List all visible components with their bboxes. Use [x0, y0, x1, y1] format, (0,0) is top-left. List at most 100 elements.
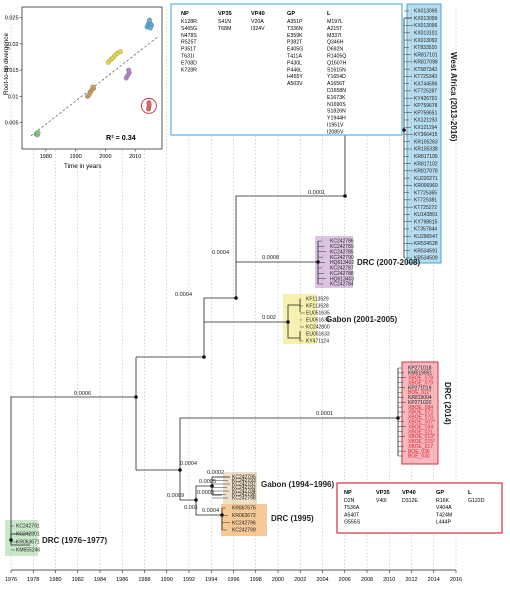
tip-label: KR534591	[414, 248, 438, 254]
tree-node	[343, 194, 347, 198]
tree-node	[178, 468, 182, 472]
mutation-entry: R16K	[436, 498, 450, 504]
tip-label: HQ613402	[330, 260, 354, 266]
tip-label: KC242801	[16, 532, 40, 538]
tip-label: XBOE_013*	[408, 434, 435, 440]
tip-label: XBOE_079	[408, 380, 433, 386]
branch-label: 0.0009	[167, 493, 184, 499]
branch-upper	[136, 297, 288, 358]
tip-label: BOE_030	[408, 454, 430, 460]
tip-label: KU143801	[414, 212, 438, 218]
tip-label: KX121194	[414, 125, 437, 131]
west-africa-outline	[406, 3, 442, 264]
tip-label: KC242790	[330, 255, 354, 261]
tree-nodes	[9, 128, 406, 542]
mutation-entry: E405G	[287, 47, 303, 53]
tip-label: KX013092	[414, 38, 438, 44]
mutation-entry: Q1607H	[327, 60, 347, 66]
tip-label: KR105263	[414, 139, 438, 145]
inset-point	[126, 67, 132, 73]
tip-label: KR063672	[232, 513, 256, 519]
mutation-entry: P382T	[287, 40, 303, 46]
time-tick-label: 1992	[183, 577, 195, 583]
mutation-entry: V404A	[436, 505, 452, 511]
branch-west-stem	[344, 129, 404, 196]
mutation-entry: T424M	[436, 512, 452, 518]
mutation-entry: T631I	[181, 54, 194, 60]
inset-xtick-label: 1990	[69, 154, 81, 160]
mutation-entry: H455Y	[287, 74, 303, 80]
group-label-drc2014: DRC (2014)	[443, 382, 452, 425]
tip-label: KX013099	[414, 16, 438, 22]
mutation-table-header: VP40	[251, 11, 265, 17]
tip-label: XBOE_073	[408, 410, 433, 416]
tip-label: KP271019	[408, 385, 432, 391]
inset-xtick-label: 2000	[99, 154, 111, 160]
tip-label: KP759651	[414, 110, 438, 116]
tip-label: KC242800	[306, 325, 330, 331]
time-tick-label: 1982	[72, 577, 84, 583]
branch-gabon01	[287, 299, 301, 341]
time-tick-label: 1984	[94, 577, 106, 583]
tip-label: KC242787	[330, 266, 354, 272]
group-label-gabon2001: Gabon (2001-2005)	[326, 315, 397, 324]
mutation-table-header: GP	[436, 490, 444, 496]
inset-outlier-ring	[140, 97, 157, 114]
inset-xlabel: Time in years	[64, 163, 102, 170]
mutation-entry: T536A	[344, 505, 360, 511]
tip-label: KC242794	[232, 489, 256, 495]
mutation-entry: D312E	[402, 498, 418, 504]
mutation-table-header: GP	[287, 11, 295, 17]
inset-ytick-label: 0.005	[5, 121, 19, 127]
west-africa-box	[407, 4, 441, 263]
time-tick-label: 1998	[250, 577, 262, 583]
tip-label: KX121193	[414, 118, 437, 124]
mutation-table-header: NP	[181, 11, 189, 17]
tip-label: KU220271	[414, 176, 438, 182]
branch-label: 0.0005	[197, 490, 214, 496]
mutation-entry: N1690S	[327, 102, 346, 108]
time-tick-label: 2014	[428, 577, 440, 583]
time-tick-label: 2002	[294, 577, 306, 583]
time-tick-label: 1976	[5, 577, 17, 583]
inset-point	[35, 130, 41, 136]
inset-point	[90, 84, 96, 90]
inset-point	[146, 100, 152, 106]
mutation-entry: D2N	[344, 498, 355, 504]
inset-point	[147, 17, 152, 23]
drc1976-box	[5, 520, 38, 556]
inset-point	[147, 25, 153, 31]
tree-node	[286, 320, 290, 324]
tip-label: KR006960	[414, 183, 438, 189]
tip-label: KX013096	[414, 23, 438, 29]
mutation-entry: A540T	[344, 512, 360, 518]
branch-label: 0.0004	[175, 292, 192, 298]
tip-label: KY366415	[414, 132, 438, 138]
inset-r2: R² = 0.34	[106, 133, 136, 142]
mutation-entry: K728R	[181, 67, 197, 73]
time-tick-label: 2016	[450, 577, 462, 583]
tip-label: EU051633	[306, 332, 330, 338]
time-tick-label: 1990	[161, 577, 173, 583]
tip-label: KC242788	[330, 271, 354, 277]
tip-label: KC242785	[330, 249, 354, 255]
tip-label: KC242796	[232, 520, 256, 526]
mutation-entry: L444P	[436, 520, 452, 526]
mutation-entry: T336N	[287, 26, 303, 32]
mutation-entry: S1615N	[327, 67, 346, 73]
mutation-table-drc2014-frame	[336, 482, 503, 534]
tip-label: KP271020	[408, 400, 432, 406]
branch-label: 0.0004	[180, 461, 197, 467]
tip-label: KR817078	[414, 169, 438, 175]
tip-label: KR867676	[232, 506, 256, 512]
mutation-entry: A215T	[327, 26, 343, 32]
tree-node	[210, 484, 214, 488]
time-tick-label: 2008	[361, 577, 373, 583]
tip-label: EU051635	[306, 311, 330, 317]
tip-label: BOE_036	[408, 449, 430, 455]
tip-label: KT587343	[414, 67, 437, 73]
branch-west-drc07	[235, 195, 345, 298]
